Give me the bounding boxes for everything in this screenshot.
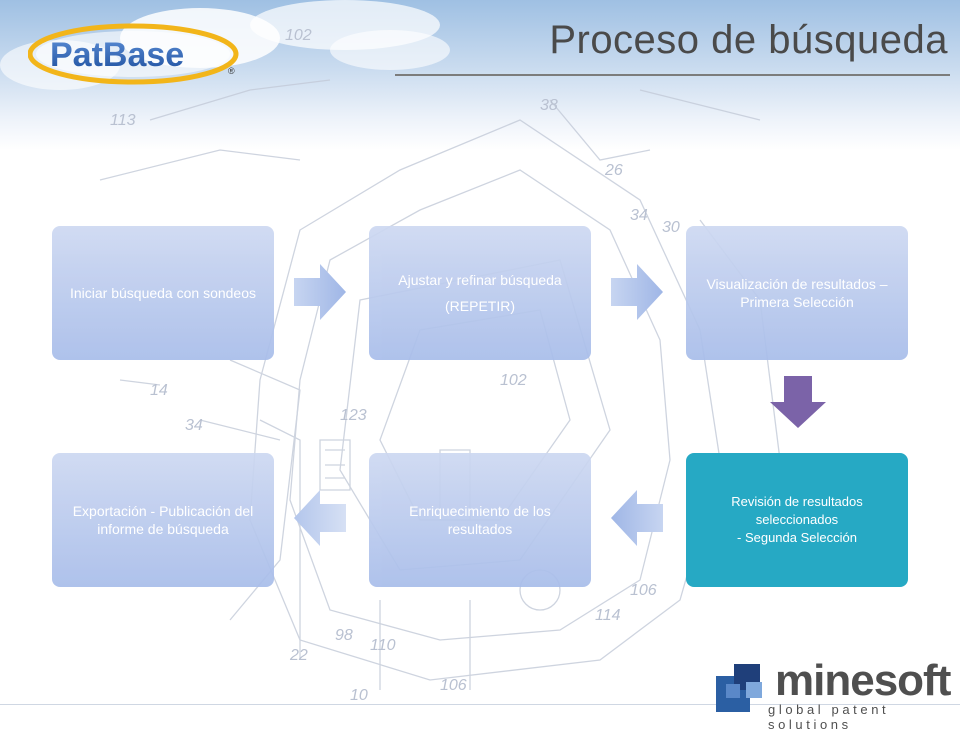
step-2-repeat-label: (REPETIR): [445, 298, 515, 314]
svg-text:98: 98: [335, 627, 353, 644]
svg-text:34: 34: [185, 417, 203, 434]
svg-text:114: 114: [595, 607, 621, 624]
svg-text:102: 102: [285, 27, 312, 44]
svg-text:110: 110: [370, 637, 396, 654]
arrow-right-icon: [611, 264, 663, 320]
brand-soft: soft: [873, 656, 952, 705]
arrow-left-icon: [611, 490, 663, 546]
logo-wordmark: PatBase: [50, 36, 184, 74]
cloud: [330, 30, 450, 70]
svg-text:113: 113: [110, 112, 136, 129]
svg-text:102: 102: [500, 372, 527, 389]
brand-mine: mine: [775, 656, 875, 705]
step-2-label: Ajustar y refinar búsqueda: [398, 272, 562, 288]
step-1-label: Iniciar búsqueda con sondeos: [69, 285, 257, 301]
step-3-box: Visualización de resultados – Primera Se…: [686, 226, 908, 360]
svg-text:22: 22: [289, 647, 308, 664]
svg-text:14: 14: [150, 382, 168, 399]
arrow-down-icon: [770, 376, 826, 428]
footer-divider: [0, 704, 960, 705]
svg-text:106: 106: [630, 582, 657, 599]
step-4-box: Revisión de resultados seleccionados - S…: [686, 453, 908, 587]
step-6-box: Exportación - Publicación del informe de…: [52, 453, 274, 587]
page-title: Proceso de búsqueda: [549, 18, 948, 62]
patbase-logo: PatBase ®: [28, 23, 239, 85]
arrow-right-icon: [294, 264, 346, 320]
svg-text:26: 26: [604, 162, 623, 179]
svg-text:10: 10: [350, 687, 368, 704]
step-6-label: Exportación - Publicación del informe de…: [72, 503, 254, 537]
step-3-label: Visualización de resultados – Primera Se…: [706, 276, 888, 310]
registered-mark: ®: [228, 66, 235, 76]
minesoft-tagline: global patent solutions: [768, 702, 890, 732]
step-4-sublabel: - Segunda Selección: [737, 530, 857, 545]
step-1-box: Iniciar búsqueda con sondeos: [52, 226, 274, 360]
arrow-left-icon: [294, 490, 346, 546]
minesoft-logo-squares: [716, 664, 762, 712]
svg-text:34: 34: [630, 207, 648, 224]
step-2-box: Ajustar y refinar búsqueda (REPETIR): [369, 226, 591, 360]
minesoft-wordmark: minesoft: [775, 656, 952, 706]
step-4-label: Revisión de resultados seleccionados: [731, 494, 863, 527]
svg-text:38: 38: [540, 97, 558, 114]
svg-text:106: 106: [440, 677, 467, 694]
step-5-label: Enriquecimiento de los resultados: [409, 503, 551, 537]
svg-text:123: 123: [340, 407, 367, 424]
title-divider: [395, 74, 950, 76]
svg-text:30: 30: [662, 219, 680, 236]
step-5-box: Enriquecimiento de los resultados: [369, 453, 591, 587]
